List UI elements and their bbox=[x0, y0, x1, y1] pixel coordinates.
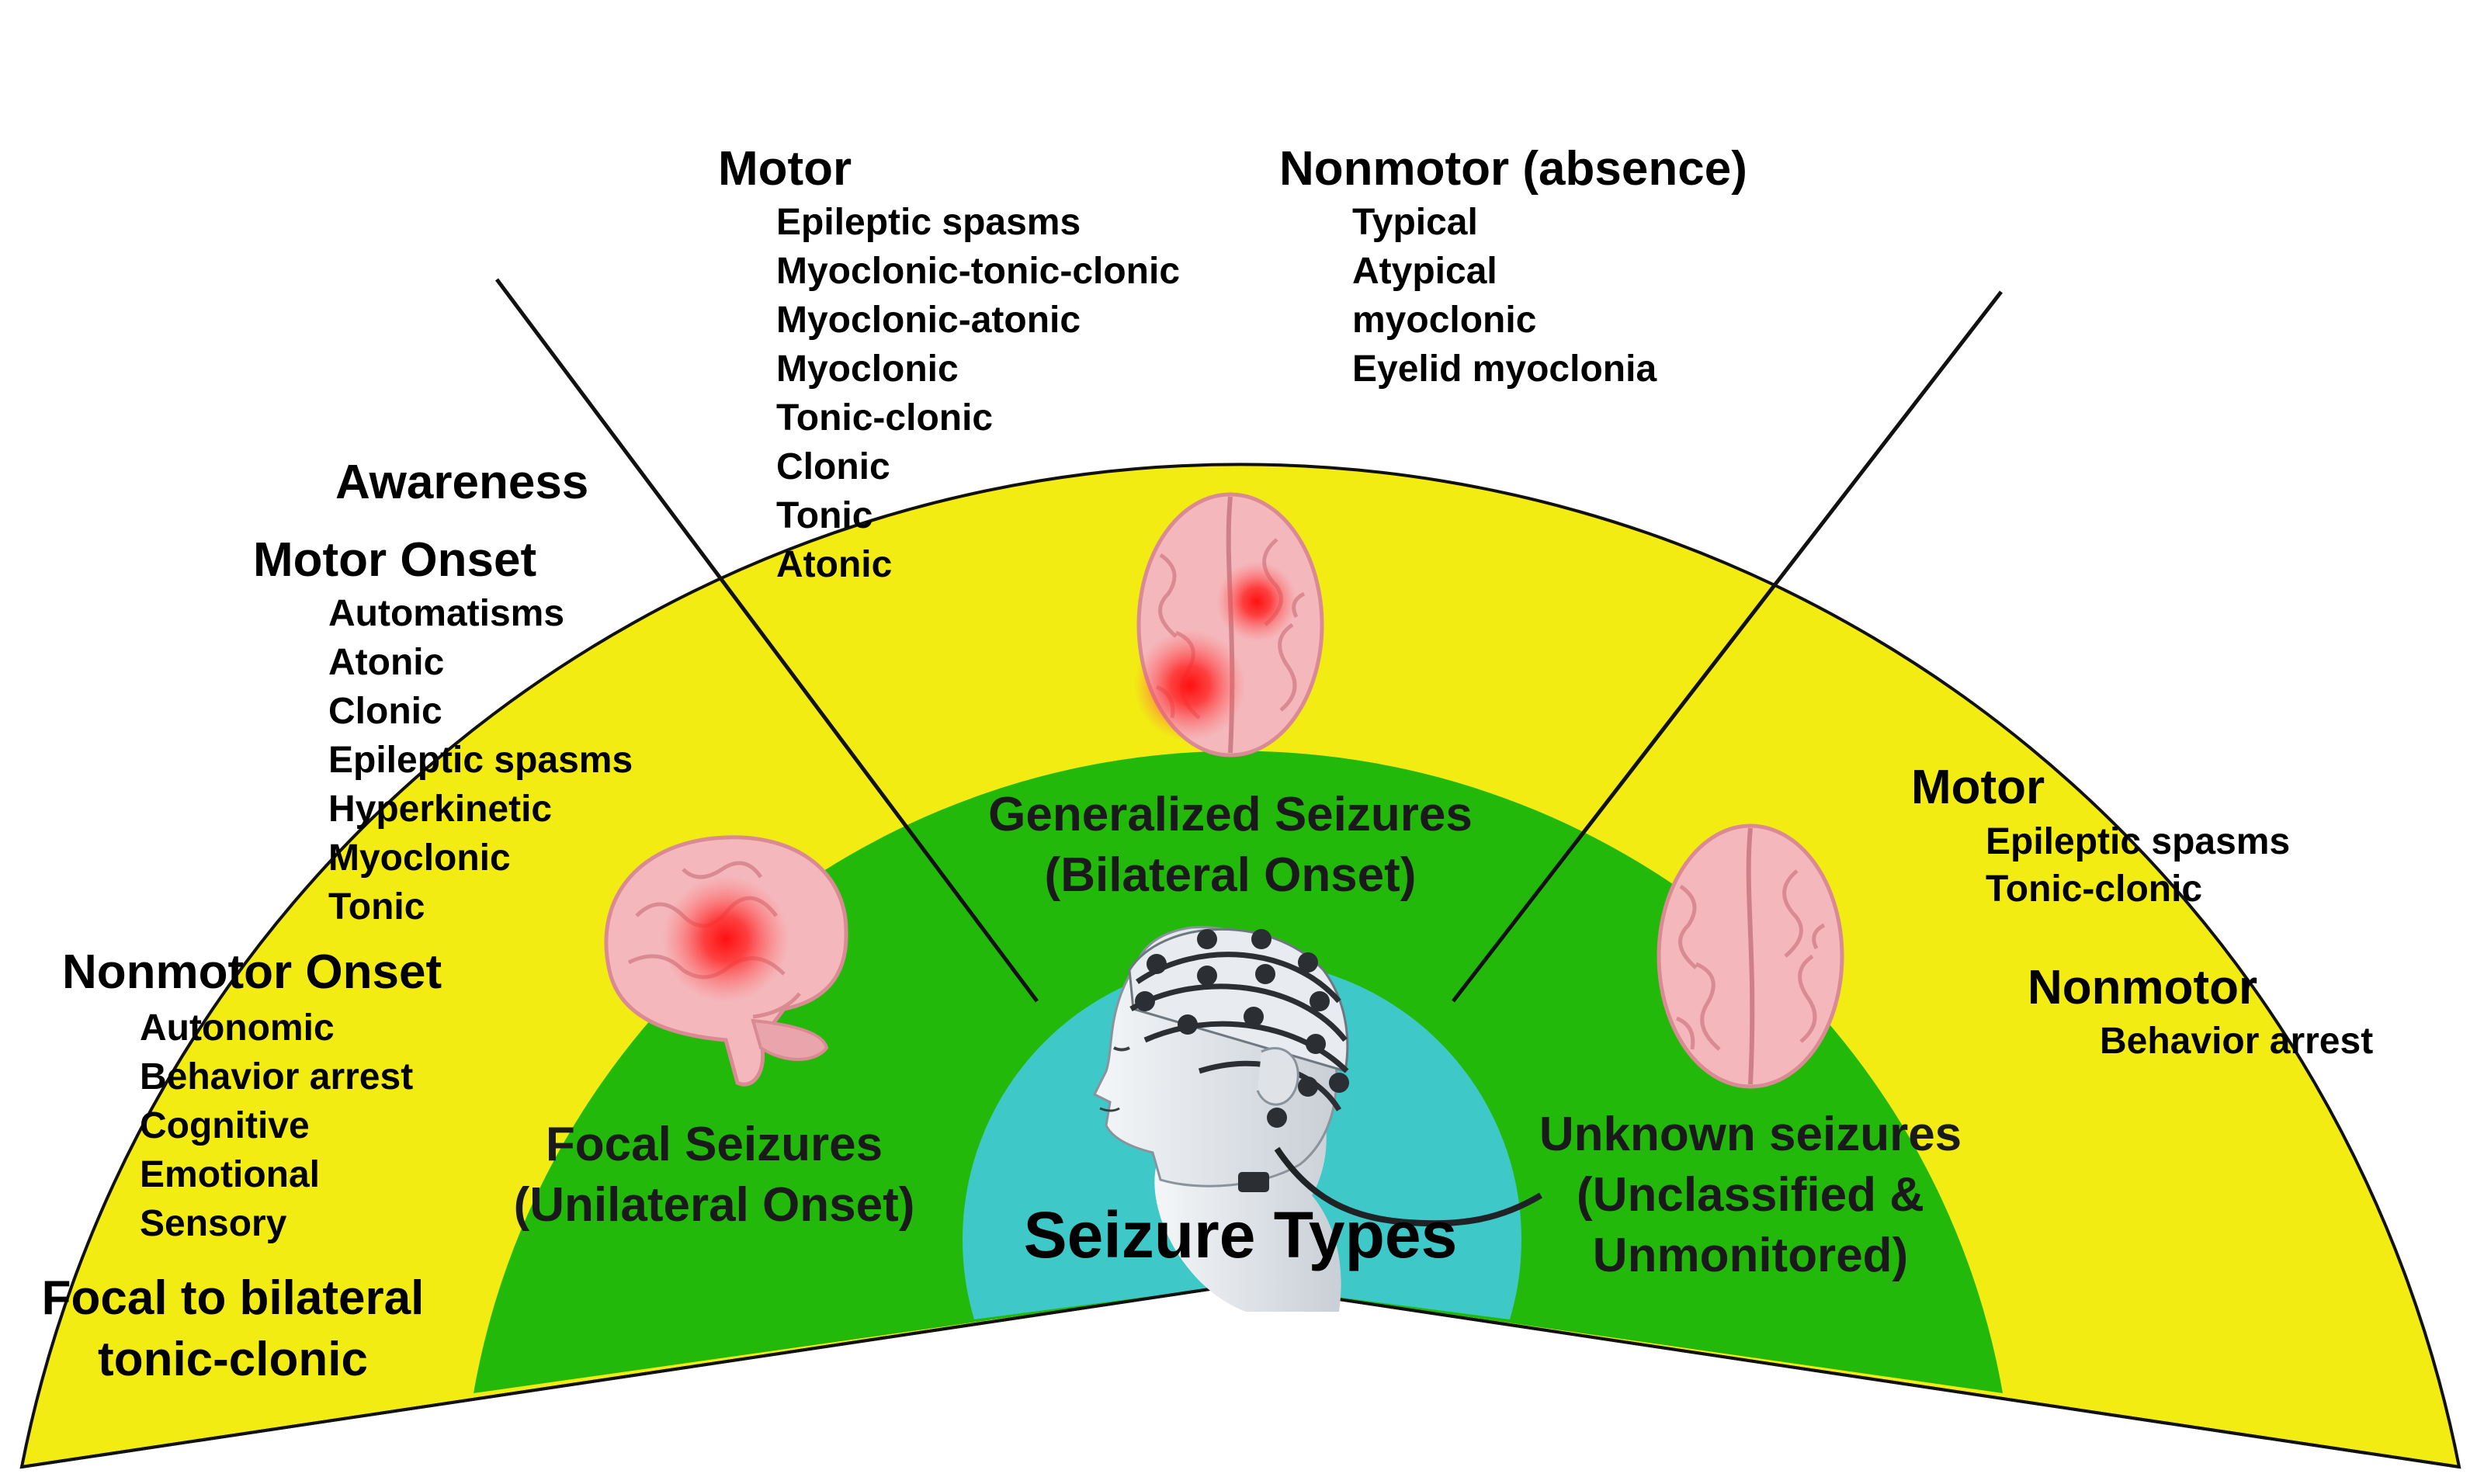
focal-nonmotor-onset-item: Behavior arrest bbox=[140, 1056, 413, 1097]
generalized-nonmotor-heading: Nonmotor (absence) bbox=[1279, 142, 1747, 196]
unknown-nonmotor-heading: Nonmotor bbox=[2028, 961, 2257, 1014]
focal-motor-onset-item: Epileptic spasms bbox=[328, 740, 633, 781]
generalized-motor-item: Clonic bbox=[776, 446, 890, 487]
generalized-nonmotor-item: myoclonic bbox=[1352, 300, 1536, 341]
focal-nonmotor-onset-heading: Nonmotor Onset bbox=[62, 945, 442, 999]
unknown-category-line2: (Unclassified & bbox=[1577, 1168, 1924, 1222]
focal-motor-onset-item: Hyperkinetic bbox=[328, 789, 552, 830]
generalized-motor-heading: Motor bbox=[718, 142, 852, 196]
unknown-brain-icon bbox=[1659, 826, 1842, 1087]
focal-motor-onset-item: Automatisms bbox=[328, 593, 564, 634]
generalized-motor-item: Myoclonic-tonic-clonic bbox=[776, 251, 1180, 292]
unknown-motor-heading: Motor bbox=[1911, 761, 2045, 814]
generalized-motor-item: Myoclonic-atonic bbox=[776, 300, 1081, 341]
focal-category-line1: Focal Seizures bbox=[546, 1118, 883, 1171]
generalized-nonmotor-item: Eyelid myoclonia bbox=[1352, 348, 1657, 390]
generalized-motor-item: Epileptic spasms bbox=[776, 202, 1081, 243]
unknown-category-line3: Unmonitored) bbox=[1593, 1229, 1908, 1282]
generalized-brain-icon bbox=[1134, 494, 1322, 755]
unknown-nonmotor-item: Behavior arrest bbox=[2100, 1021, 2373, 1062]
focal-motor-onset-item: Clonic bbox=[328, 691, 442, 732]
unknown-motor-item: Tonic-clonic bbox=[1986, 869, 2202, 910]
unknown-category-line1: Unknown seizures bbox=[1539, 1108, 1962, 1161]
generalized-category-line1: Generalized Seizures bbox=[988, 788, 1473, 841]
generalized-category-line2: (Bilateral Onset) bbox=[1045, 848, 1417, 902]
focal-nonmotor-onset-item: Emotional bbox=[140, 1154, 320, 1195]
focal-bilateral-line1: Focal to bilateral bbox=[42, 1271, 425, 1325]
center-title: Seizure Types bbox=[1024, 1198, 1458, 1271]
divider-right bbox=[1452, 290, 2003, 1003]
focal-brain-icon bbox=[604, 835, 848, 1087]
focal-nonmotor-onset-item: Autonomic bbox=[140, 1007, 335, 1049]
focal-bilateral-line2: tonic-clonic bbox=[98, 1333, 368, 1386]
generalized-nonmotor-item: Typical bbox=[1352, 202, 1478, 243]
generalized-motor-item: Myoclonic bbox=[776, 348, 959, 390]
focal-motor-onset-item: Atonic bbox=[328, 642, 444, 683]
unknown-nonmotor-list: Behavior arrest bbox=[2100, 1021, 2373, 1062]
focal-category-line2: (Unilateral Onset) bbox=[514, 1178, 915, 1232]
generalized-nonmotor-item: Atypical bbox=[1352, 251, 1497, 292]
focal-awareness-heading: Awareness bbox=[335, 456, 588, 509]
focal-nonmotor-onset-item: Cognitive bbox=[140, 1105, 310, 1146]
focal-nonmotor-onset-item: Sensory bbox=[140, 1203, 287, 1244]
eeg-head-icon bbox=[1092, 926, 1543, 1312]
unknown-motor-item: Epileptic spasms bbox=[1986, 821, 2290, 862]
focal-motor-onset-item: Myoclonic bbox=[328, 837, 511, 879]
focal-motor-onset-item: Tonic bbox=[328, 886, 425, 928]
generalized-motor-item: Tonic bbox=[776, 495, 873, 536]
focal-motor-onset-heading: Motor Onset bbox=[253, 533, 536, 587]
generalized-motor-item: Tonic-clonic bbox=[776, 397, 993, 439]
generalized-motor-list: Epileptic spasmsMyoclonic-tonic-clonicMy… bbox=[776, 202, 1180, 585]
generalized-motor-item: Atonic bbox=[776, 544, 892, 585]
divider-left bbox=[494, 278, 1039, 1003]
